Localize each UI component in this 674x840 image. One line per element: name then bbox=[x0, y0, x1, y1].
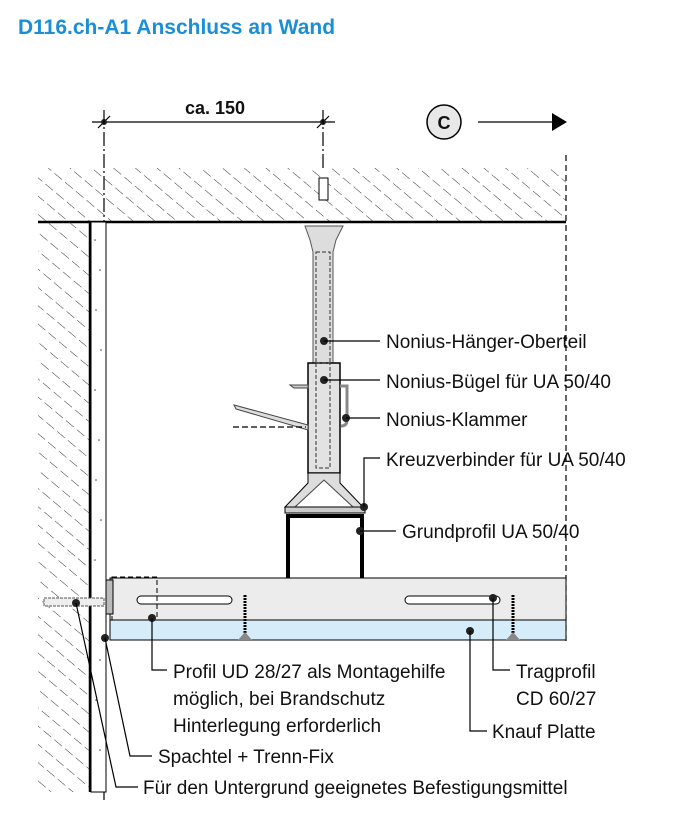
drawing-title: D116.ch-A1 Anschluss an Wand bbox=[18, 16, 336, 39]
label-spachtel: Spachtel + Trenn-Fix bbox=[158, 747, 334, 768]
label-klammer: Nonius-Klammer bbox=[386, 410, 528, 431]
callout-knauf-platte: Knauf Platte bbox=[466, 627, 596, 743]
callout-haenger: Nonius-Hänger-Oberteil bbox=[320, 332, 587, 353]
callout-buegel: Nonius-Bügel für UA 50/40 bbox=[320, 372, 611, 393]
ceiling-anchor bbox=[318, 177, 329, 201]
label-befestigung: Für den Untergrund geeignetes Befestigun… bbox=[143, 778, 568, 799]
arrow-right-icon bbox=[552, 113, 567, 131]
plasterboard bbox=[109, 619, 567, 641]
callout-kreuzverbinder: Kreuzverbinder für UA 50/40 bbox=[360, 450, 626, 511]
dimension-label: ca. 150 bbox=[185, 98, 245, 118]
label-profil-ud-line2: möglich, bei Brandschutz bbox=[173, 689, 385, 710]
label-profil-ud-line1: Profil UD 28/27 als Montagehilfe bbox=[173, 662, 445, 683]
ua-profile bbox=[286, 514, 364, 578]
separating-strip bbox=[105, 579, 114, 615]
wall bbox=[38, 222, 90, 792]
label-haenger-oberteil: Nonius-Hänger-Oberteil bbox=[386, 332, 587, 353]
screw bbox=[506, 595, 520, 640]
label-knauf-platte: Knauf Platte bbox=[492, 722, 596, 743]
label-grundprofil: Grundprofil UA 50/40 bbox=[402, 522, 579, 543]
callout-klammer: Nonius-Klammer bbox=[342, 410, 528, 431]
label-profil-ud-line3: Hinterlegung erforderlich bbox=[173, 716, 381, 737]
section-marker: C bbox=[426, 104, 567, 140]
callout-profil-ud: Profil UD 28/27 als Montagehilfe möglich… bbox=[148, 614, 445, 737]
callout-grundprofil: Grundprofil UA 50/40 bbox=[356, 522, 579, 543]
label-tragprofil-line2: CD 60/27 bbox=[516, 689, 596, 710]
label-kreuzverbinder: Kreuzverbinder für UA 50/40 bbox=[386, 450, 626, 471]
section-marker-label: C bbox=[438, 113, 451, 133]
spring-wing bbox=[233, 404, 309, 431]
label-tragprofil-line1: Tragprofil bbox=[516, 662, 596, 683]
ceiling-slab bbox=[38, 168, 566, 222]
wall-plaster bbox=[90, 221, 107, 793]
callout-spachtel: Spachtel + Trenn-Fix bbox=[101, 634, 334, 768]
label-buegel: Nonius-Bügel für UA 50/40 bbox=[386, 372, 611, 393]
screw bbox=[238, 595, 252, 640]
callout-befestigung: Für den Untergrund geeignetes Befestigun… bbox=[72, 599, 568, 799]
callout-tragprofil: Tragprofil CD 60/27 bbox=[489, 594, 596, 710]
